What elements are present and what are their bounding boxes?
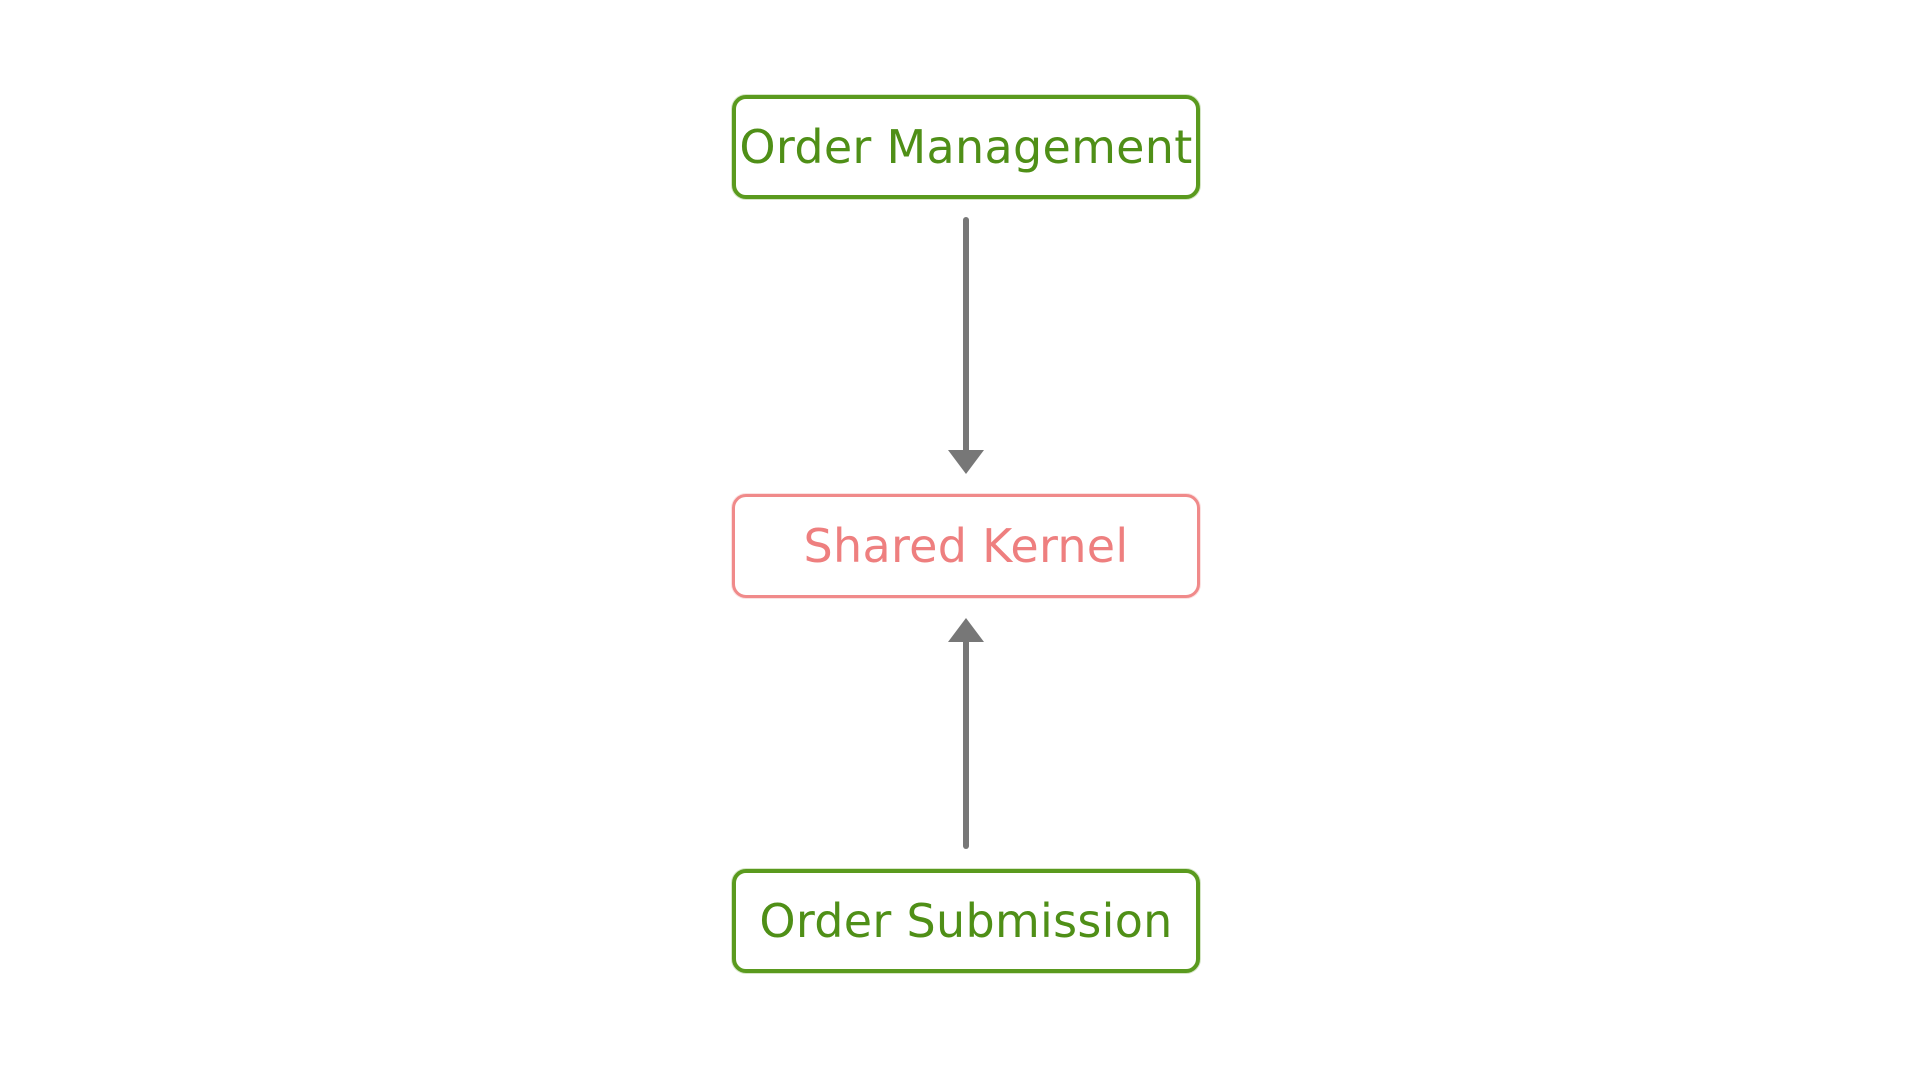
node-shared-kernel[interactable]: Shared Kernel bbox=[732, 494, 1200, 598]
node-order-submission[interactable]: Order Submission bbox=[732, 869, 1200, 973]
node-label: Order Management bbox=[739, 120, 1193, 174]
edge-order-management-to-shared-kernel bbox=[948, 217, 984, 474]
arrowhead-up-icon bbox=[948, 618, 984, 642]
arrowhead-down-icon bbox=[948, 450, 984, 474]
node-label: Order Submission bbox=[759, 894, 1173, 948]
edge-order-submission-to-shared-kernel bbox=[948, 618, 984, 849]
node-order-management[interactable]: Order Management bbox=[732, 95, 1200, 199]
node-label: Shared Kernel bbox=[803, 519, 1129, 573]
